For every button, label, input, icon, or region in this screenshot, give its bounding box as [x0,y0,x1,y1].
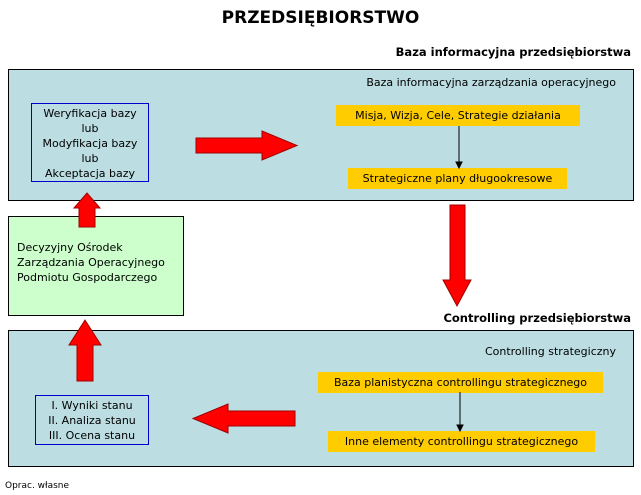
right-arrow-icon [195,130,299,161]
left-arrow-icon [191,403,296,434]
decision-line: Decyzyjny Ośrodek [17,241,123,254]
verification-line: lub [81,122,99,135]
mission-box: Misja, Wizja, Cele, Strategie działania [336,105,580,126]
top-panel-label: Baza informacyjna zarządzania operacyjne… [366,76,616,89]
verification-line: Akceptacja bazy [44,167,136,180]
other-elements-box: Inne elementy controllingu strategiczneg… [328,431,595,452]
verification-line: Weryfikacja bazy [43,107,137,120]
arrowhead-icon [456,424,464,433]
up-arrow-icon [68,319,102,382]
verification-box: Weryfikacja bazy lub Modyfikacja bazy lu… [31,103,149,182]
decision-center-box: Decyzyjny Ośrodek Zarządzania Operacyjne… [8,216,184,316]
arrowhead-icon [455,161,463,170]
verification-line: lub [81,152,99,165]
decision-line: Zarządzania Operacyjnego [17,256,165,269]
decision-line: Podmiotu Gospodarczego [17,271,158,284]
page-title: PRZEDSIĘBIORSTWO [221,8,420,28]
source-note: Oprac. własne [5,481,70,491]
bottom-section-header: Controlling przedsiębiorstwa [443,311,631,325]
up-arrow-icon [72,192,102,228]
results-line: III. Ocena stanu [48,429,136,442]
long-term-plans-box: Strategiczne plany długookresowe [348,168,567,189]
bottom-panel-label: Controlling strategiczny [484,345,616,358]
verification-line: Modyfikacja bazy [42,137,138,150]
results-box: I. Wyniki stanu II. Analiza stanu III. O… [35,395,149,445]
planning-base-box: Baza planistyczna controllingu strategic… [318,372,603,393]
down-arrow-icon [442,204,472,308]
results-line: II. Analiza stanu [48,414,136,427]
top-section-header: Baza informacyjna przedsiębiorstwa [395,45,631,59]
results-line: I. Wyniki stanu [51,399,133,412]
